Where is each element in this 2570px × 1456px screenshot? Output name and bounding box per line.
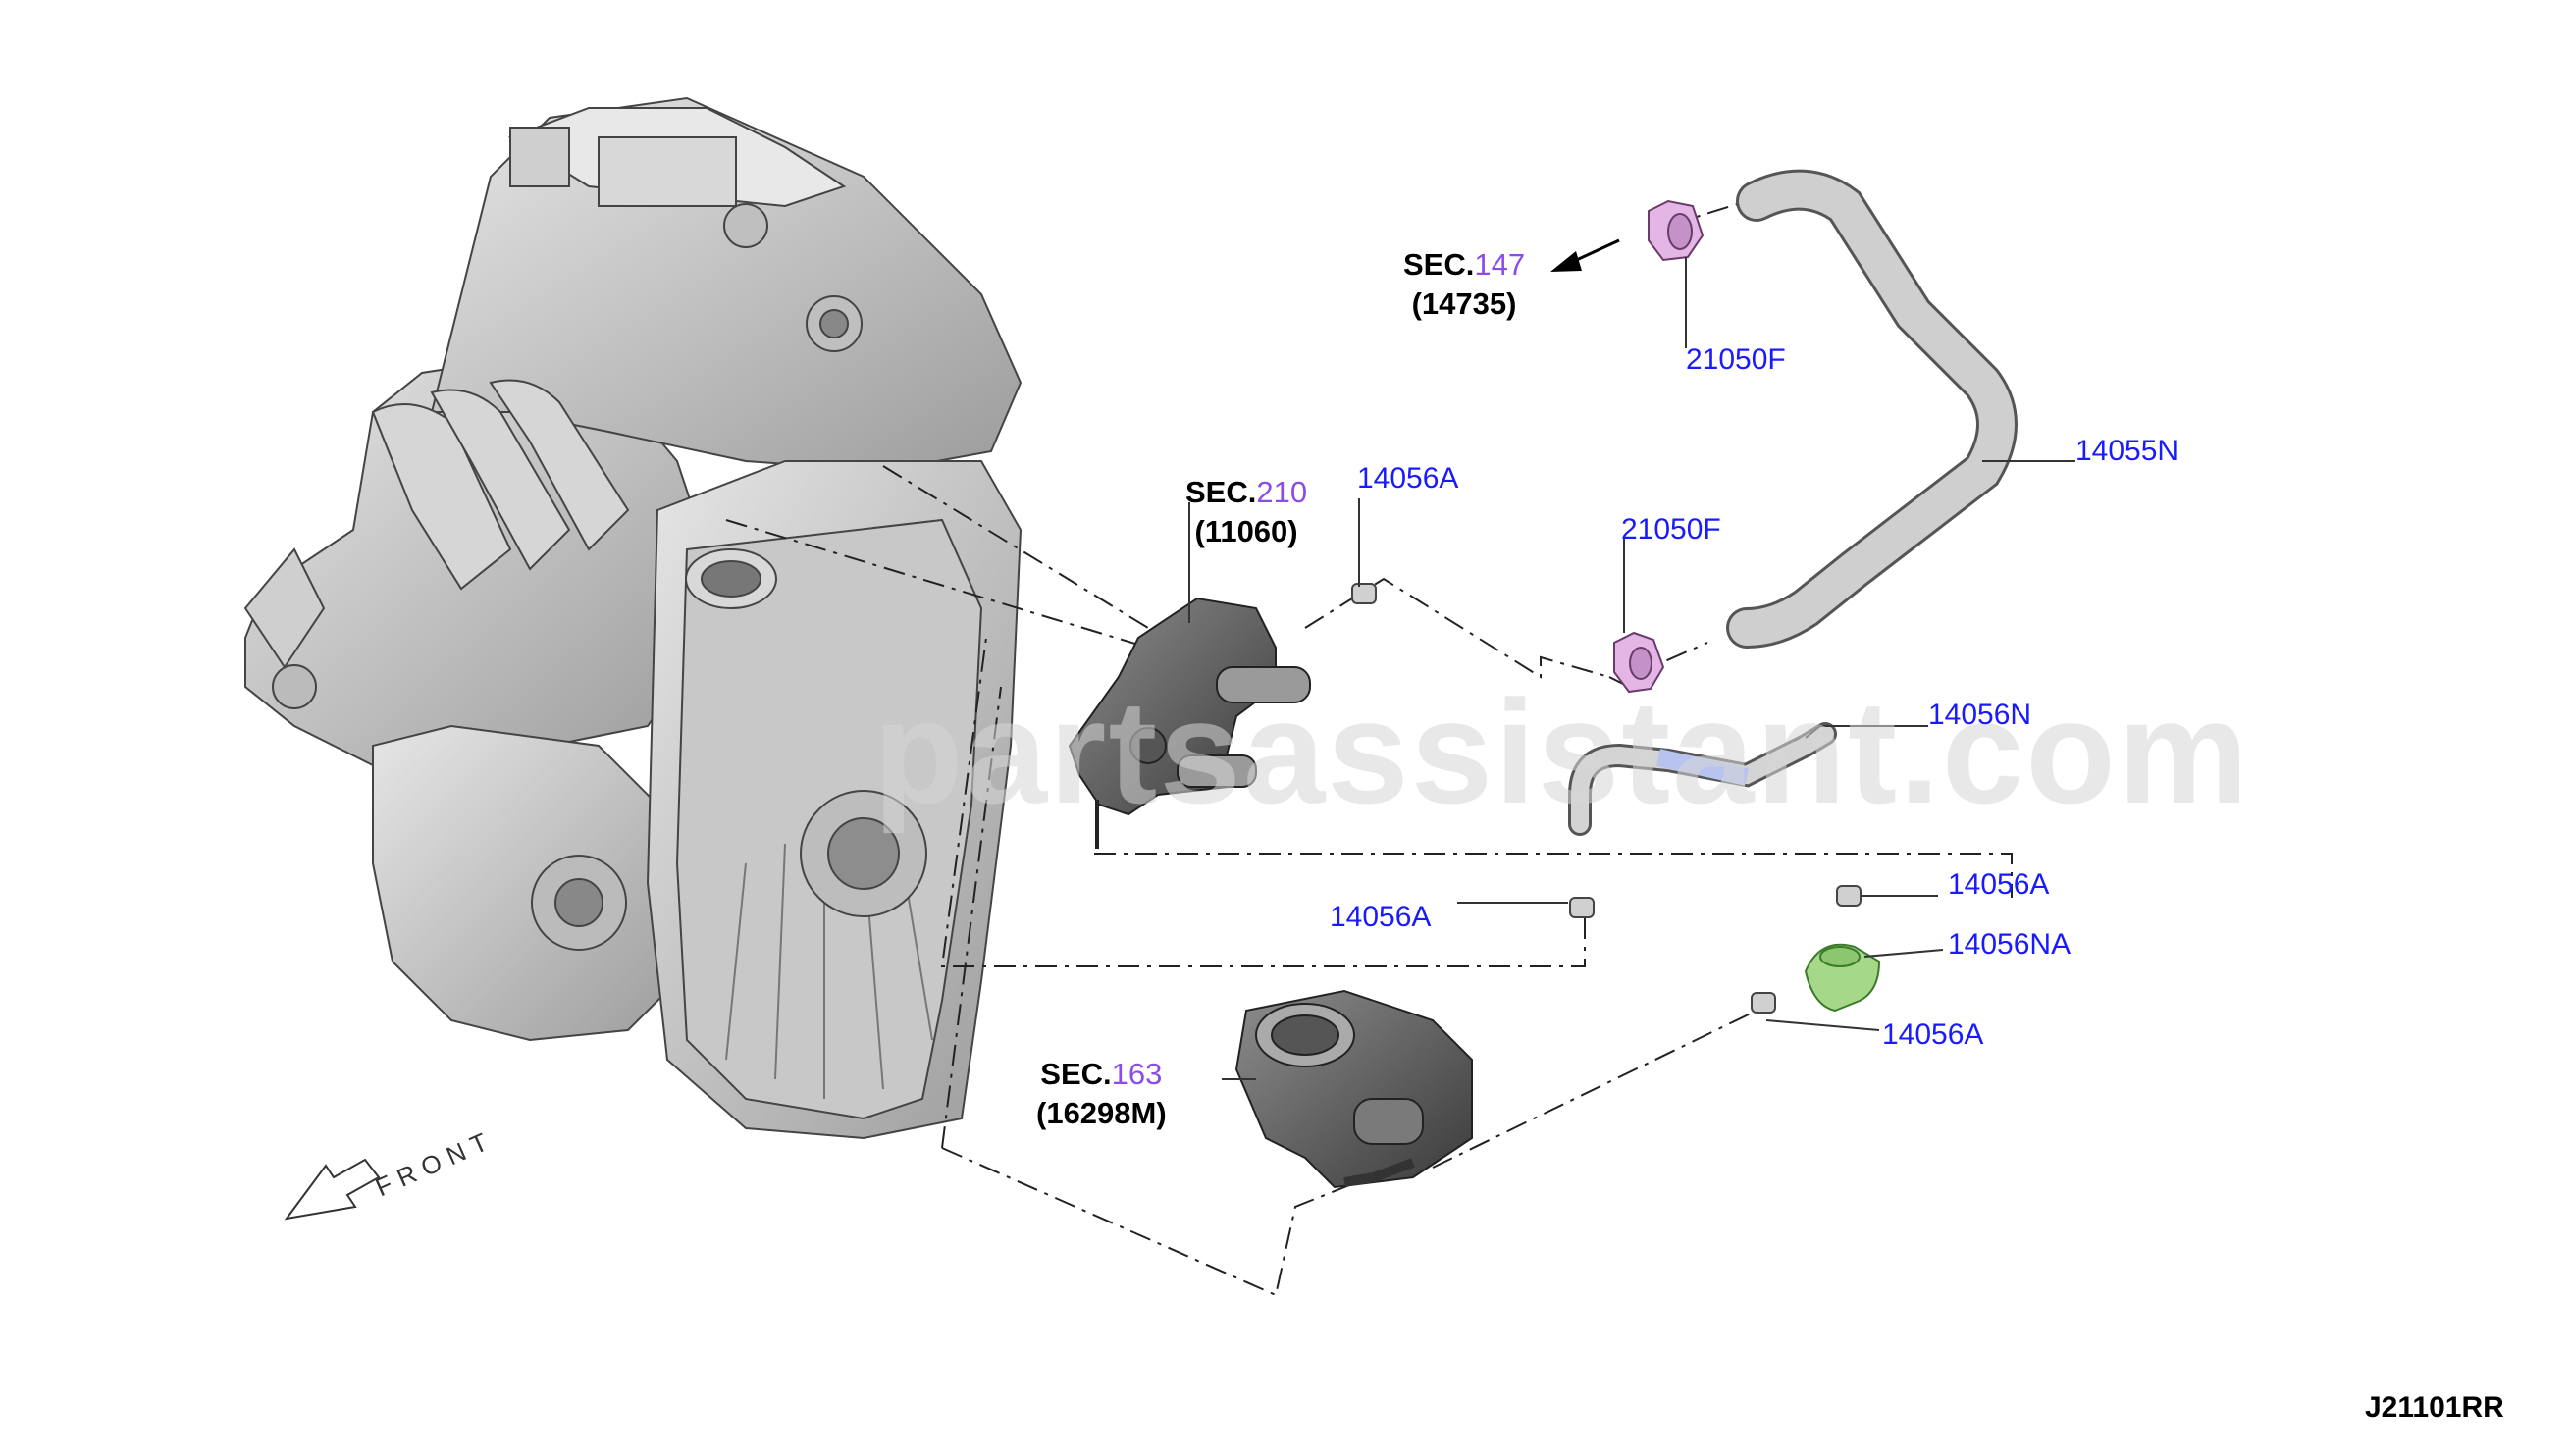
main-hose — [1726, 169, 2018, 649]
sec-prefix: SEC. — [1040, 1057, 1112, 1091]
sec-210-label[interactable]: SEC.210 (11060) — [1185, 473, 1307, 550]
small-hose — [1568, 722, 1837, 836]
callout-21050f-lower[interactable]: 21050F — [1621, 513, 1721, 546]
callout-14056a-bottom[interactable]: 14056A — [1882, 1018, 1984, 1051]
sec-number: 147 — [1474, 247, 1526, 282]
diagram-code: J21101RR — [2365, 1391, 2504, 1424]
callout-14056na[interactable]: 14056NA — [1948, 928, 2072, 961]
clamp-lower — [1613, 631, 1665, 694]
sec-163-label[interactable]: SEC.163 (16298M) — [1036, 1055, 1167, 1132]
sec-147-label[interactable]: SEC.147 (14735) — [1403, 245, 1525, 323]
watermark: partsassistant.com — [873, 669, 2251, 834]
throttle-body — [1234, 989, 1473, 1189]
callout-21050f-upper[interactable]: 21050F — [1686, 343, 1786, 376]
clamp-upper — [1648, 199, 1705, 262]
clip-right — [1836, 885, 1862, 907]
water-outlet-housing — [1068, 597, 1311, 849]
sec147-arrow — [1550, 238, 1620, 272]
sec-prefix: SEC. — [1403, 247, 1475, 282]
callout-leaders — [1188, 257, 2075, 1080]
callout-14056n[interactable]: 14056N — [1928, 699, 2032, 731]
engine-block — [243, 96, 1023, 1140]
callout-14056a-top[interactable]: 14056A — [1357, 462, 1459, 494]
callout-14056a-left[interactable]: 14056A — [1330, 901, 1432, 933]
sec-part-number: (14735) — [1411, 286, 1517, 321]
clip-left — [1569, 897, 1595, 918]
callout-14055n[interactable]: 14055N — [2075, 435, 2179, 467]
callout-14056a-right[interactable]: 14056A — [1948, 868, 2050, 901]
sec-part-number: (11060) — [1194, 513, 1298, 548]
sec-number: 210 — [1256, 475, 1308, 509]
elbow-hose — [1804, 943, 1881, 1013]
sec-prefix: SEC. — [1185, 475, 1257, 509]
sec-part-number: (16298M) — [1036, 1095, 1167, 1130]
clip-top — [1351, 583, 1377, 604]
clip-bottom — [1751, 992, 1776, 1014]
sec-number: 163 — [1111, 1057, 1163, 1091]
front-arrow-icon — [284, 1158, 381, 1221]
